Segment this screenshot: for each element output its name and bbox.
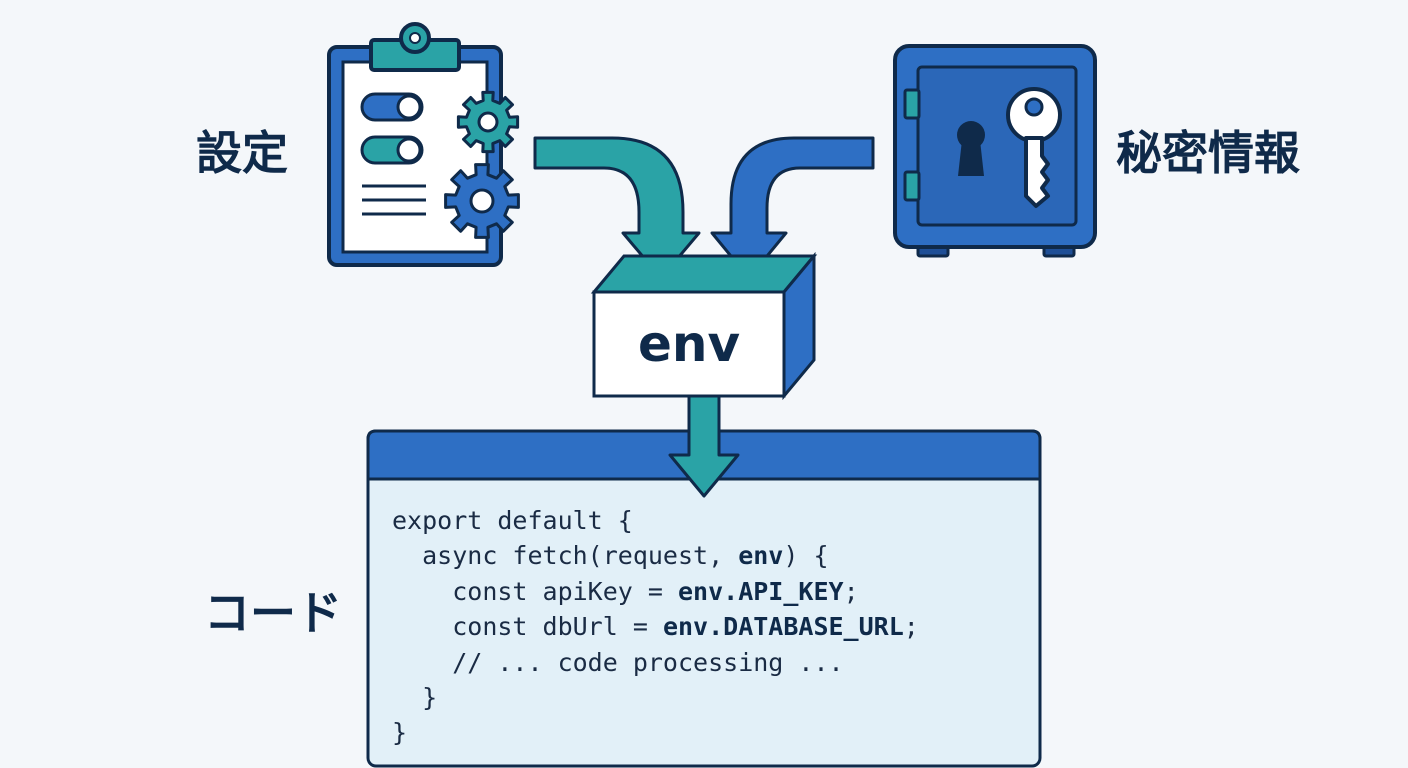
env-label: env (637, 315, 741, 373)
safe-key-icon (893, 44, 1097, 258)
code-text: ; (903, 612, 919, 642)
config-to-env-arrow (533, 136, 701, 280)
code-snippet: export default { async fetch(request, en… (392, 503, 919, 751)
code-env-reference: env.DATABASE_URL (662, 612, 904, 642)
code-line: } (392, 680, 919, 715)
code-line: // ... code processing ... (392, 645, 919, 680)
env-box (590, 251, 818, 401)
code-env-reference: env.API_KEY (678, 576, 844, 606)
code-indent (392, 577, 452, 606)
code-line: async fetch(request, env) { (392, 538, 919, 573)
code-indent (392, 648, 452, 677)
key-icon (1006, 87, 1062, 208)
code-indent (392, 541, 422, 570)
code-label: コード (204, 586, 342, 640)
env-to-code-arrow (668, 394, 740, 498)
code-text: const apiKey = (452, 576, 678, 606)
clipboard-settings-icon (327, 22, 520, 267)
code-window (366, 429, 1042, 768)
code-indent (392, 612, 452, 641)
code-text: } (422, 682, 438, 712)
code-env-reference: env (738, 541, 784, 571)
code-text: } (392, 718, 408, 748)
code-text: ; (843, 576, 859, 606)
gear-icon (444, 163, 520, 239)
code-indent (392, 683, 422, 712)
code-text: async fetch(request, (422, 541, 739, 571)
config-label: 設定 (196, 126, 288, 180)
code-line: export default { (392, 503, 919, 538)
code-line: const apiKey = env.API_KEY; (392, 574, 919, 609)
code-text: // ... code processing ... (452, 647, 844, 677)
code-text: ) { (783, 541, 829, 571)
code-text: const dbUrl = (452, 612, 663, 642)
secrets-label: 秘密情報 (1116, 126, 1300, 180)
gear-icon (456, 90, 520, 154)
code-text: export default { (392, 506, 633, 535)
code-line: } (392, 715, 919, 750)
code-line: const dbUrl = env.DATABASE_URL; (392, 609, 919, 644)
